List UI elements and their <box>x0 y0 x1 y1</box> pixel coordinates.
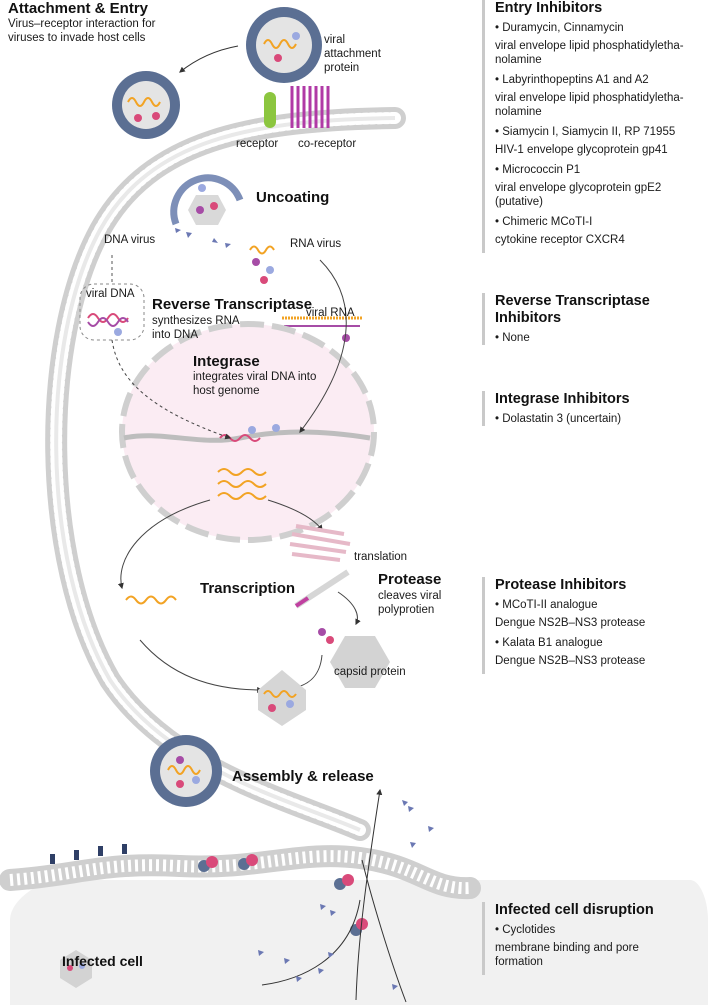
viral-rna-strands <box>282 316 362 342</box>
released-virion <box>150 735 222 807</box>
label-capsid-protein: capsid protein <box>334 666 406 678</box>
protein-dot-purple <box>318 628 326 636</box>
stage-protease-title: Protease <box>378 571 442 588</box>
panel-rt-inhibitors: Reverse Transcriptase Inhibitors None <box>482 293 705 345</box>
entry-item-5: Chimeric MCoTI-I <box>495 215 705 229</box>
cyclotide-clusters <box>198 854 368 936</box>
entry-target-5: cytokine receptor CXCR4 <box>495 234 625 246</box>
viral-dna-box <box>79 283 145 341</box>
panel-protease-title: Protease Inhibitors <box>495 577 627 593</box>
stage-rt-desc: synthesizes RNA into DNA <box>152 315 239 341</box>
panel-entry-inhibitors: Entry Inhibitors Duramycin, Cinnamycin v… <box>482 0 705 253</box>
protein-dot-pink <box>326 636 334 644</box>
panel-protease-inhibitors: Protease Inhibitors MCoTI-II analogue De… <box>482 577 705 674</box>
label-co-receptor: co-receptor <box>298 138 357 150</box>
entry-target-2: viral envelope lipid phosphatidyletha-no… <box>495 92 684 118</box>
transcription-arrow <box>117 499 211 590</box>
panel-rt-title: Reverse Transcriptase Inhibitors <box>495 293 650 326</box>
membrane-spikes <box>50 844 127 864</box>
mrna-transcript <box>125 595 177 605</box>
virion-dot-pink <box>67 965 73 971</box>
capsid-protein-hexagon <box>330 636 390 688</box>
entry-arrow <box>179 45 239 73</box>
release-arrow-up <box>355 788 383 1001</box>
release-arrow-inner <box>361 859 407 1003</box>
rna-virus-genome <box>249 245 275 284</box>
label-viral-dna: viral DNA <box>86 288 135 300</box>
translation-arrow <box>267 499 323 531</box>
rt-item-1: None <box>495 331 705 345</box>
virus-uncoating <box>170 174 244 226</box>
protease-item-2: Kalata B1 analogue <box>495 636 705 650</box>
entry-item-3: Siamycin I, Siamycin II, RP 71955 <box>495 125 705 139</box>
protease-item-1: MCoTI-II analogue <box>495 598 705 612</box>
infected-cell-virion <box>60 950 92 988</box>
stage-uncoating-title: Uncoating <box>256 189 330 206</box>
panel-integrase-inhibitors: Integrase Inhibitors Dolastatin 3 (uncer… <box>482 391 705 426</box>
stage-protease-desc: cleaves viral polyprotien <box>378 590 442 616</box>
entry-target-1: viral envelope lipid phosphatidyletha-no… <box>495 40 684 66</box>
dna-integration-arrow <box>111 339 232 440</box>
panel-integrase-title: Integrase Inhibitors <box>495 391 630 407</box>
cell-debris <box>258 800 434 990</box>
protease-target-2: Dengue NS2B–NS3 protease <box>495 655 646 667</box>
stage-integrase-desc: integrates viral DNA into host genome <box>193 371 317 397</box>
co-receptor <box>290 86 330 128</box>
stage-transcription-title: Transcription <box>200 580 296 597</box>
polyprotein-segment <box>294 596 310 608</box>
label-viral-attachment-protein: viral attachment protein <box>324 34 381 74</box>
disruption-item-1: Cyclotides <box>495 923 675 937</box>
infected-cell-body <box>0 845 708 1005</box>
receptor <box>264 92 276 128</box>
protease-target-1: Dengue NS2B–NS3 protease <box>495 617 646 629</box>
entry-target-4: viral envelope glycoprotein gpE2 (putati… <box>495 182 662 208</box>
virus-particle-entering <box>112 71 180 139</box>
integrase-item-1: Dolastatin 3 (uncertain) <box>495 412 705 426</box>
label-infected-cell: Infected cell <box>62 953 143 969</box>
nucleus <box>119 321 377 543</box>
release-arrow-curve <box>261 899 361 986</box>
stage-assembly-title: Assembly & release <box>232 768 374 785</box>
entry-target-3: HIV-1 envelope glycoprotein gp41 <box>495 144 668 156</box>
entry-item-4: Micrococcin P1 <box>495 163 705 177</box>
stage-attachment-title: Attachment & Entry <box>8 0 149 17</box>
label-viral-rna: viral RNA <box>306 307 355 319</box>
rna-integration-arrow <box>299 259 347 433</box>
stage-attachment-desc: Virus–receptor interaction for viruses t… <box>8 18 156 44</box>
assembly-arrow-left <box>139 639 264 693</box>
assembling-virion <box>258 670 306 726</box>
capsid-fragments <box>175 228 231 248</box>
label-rna-virus: RNA virus <box>290 238 342 250</box>
stage-rt-title: Reverse Transcriptase <box>152 296 313 313</box>
entry-item-2: Labyrinthopeptins A1 and A2 <box>495 73 705 87</box>
disruption-target-1: membrane binding and pore formation <box>495 942 639 968</box>
stage-integrase-title: Integrase <box>193 353 260 370</box>
virion-dot-blue <box>79 963 85 969</box>
panel-disruption-title: Infected cell disruption <box>495 902 654 918</box>
label-receptor: receptor <box>236 138 279 150</box>
label-translation: translation <box>354 551 408 563</box>
virus-particle-attaching <box>246 7 322 83</box>
entry-item-1: Duramycin, Cinnamycin <box>495 21 705 35</box>
panel-entry-title: Entry Inhibitors <box>495 0 603 16</box>
polyprotein-ribosomes <box>289 524 351 562</box>
panel-disruption: Infected cell disruption Cyclotides memb… <box>482 902 675 975</box>
protease-arrow <box>337 591 361 626</box>
label-dna-virus: DNA virus <box>104 234 156 246</box>
